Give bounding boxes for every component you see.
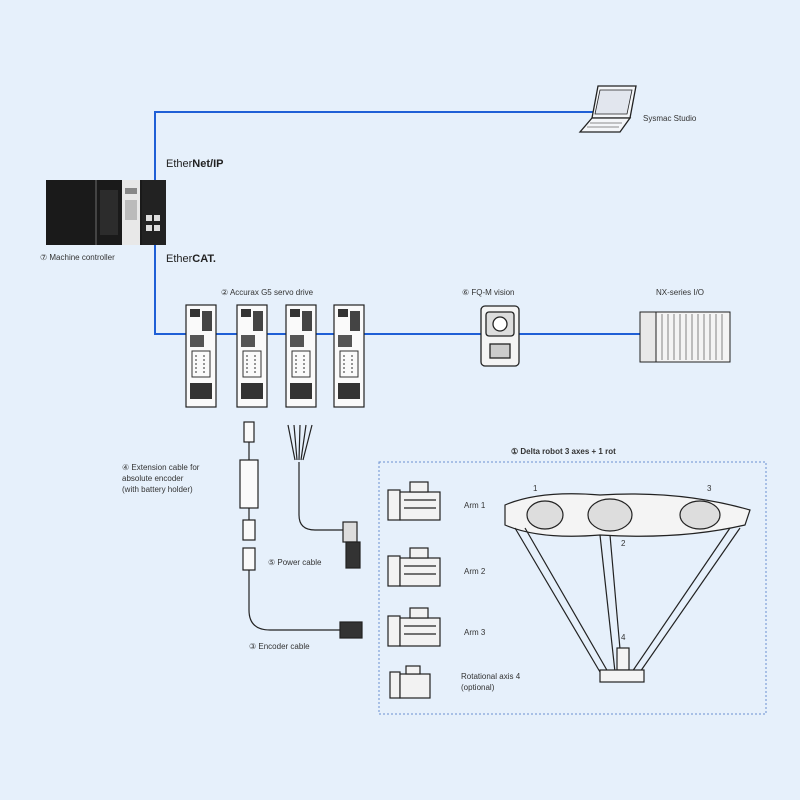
ethercat-logo: EtherCAT. [166, 253, 216, 265]
label-arm3: Arm 3 [464, 628, 486, 637]
delta-robot-box [378, 461, 767, 715]
label-nx-io: NX-series I/O [656, 288, 705, 297]
machine-controller-icon [46, 180, 166, 245]
servo-drive-2-icon [236, 304, 268, 408]
motor-rotational-icon [389, 665, 431, 699]
vision-camera-icon [480, 305, 520, 367]
power-cable-icon [287, 424, 361, 569]
robot-num-4: 4 [621, 633, 626, 642]
ethercat-line [154, 240, 640, 335]
network-lines [154, 111, 640, 335]
ethercat-prefix: Ether [166, 253, 193, 265]
motor-arm2-icon [387, 547, 441, 587]
label-servo-drive: ② Accurax G5 servo drive [221, 288, 314, 297]
nx-io-icon [639, 311, 731, 363]
laptop-icon [578, 85, 637, 133]
servo-drive-3-icon [285, 304, 317, 408]
encoder-cable-icon [242, 547, 363, 639]
motor-arm1-icon [387, 481, 441, 521]
servo-drive-4-icon [333, 304, 365, 408]
servo-drive-1-icon [185, 304, 217, 408]
robot-num-2: 2 [621, 539, 626, 548]
ethercat-suffix: CAT. [192, 253, 216, 265]
label-rotational-axis: Rotational axis 4 (optional) [461, 672, 521, 692]
robot-num-3: 3 [707, 484, 712, 493]
label-extension-cable: ④ Extension cable for absolute encoder (… [122, 463, 200, 494]
motor-arm3-icon [387, 607, 441, 647]
ethernet-ip-prefix: Ether [166, 158, 193, 170]
label-encoder-cable: ③ Encoder cable [249, 642, 310, 651]
label-delta-robot: ① Delta robot 3 axes + 1 rot [511, 447, 616, 456]
ethernet-ip-line [154, 111, 595, 180]
ethernet-ip-logo: EtherNet/IP [166, 158, 223, 170]
label-sysmac-studio: Sysmac Studio [643, 114, 697, 123]
extension-cable-icon [239, 421, 259, 541]
label-power-cable: ⑤ Power cable [268, 558, 322, 567]
label-arm1: Arm 1 [464, 501, 486, 510]
label-fq-vision: ⑥ FQ-M vision [462, 288, 515, 297]
label-machine-controller: ⑦ Machine controller [40, 253, 115, 262]
delta-robot-icon [504, 493, 751, 683]
robot-num-1: 1 [533, 484, 538, 493]
ethernet-ip-suffix: Net/IP [192, 158, 224, 170]
label-arm2: Arm 2 [464, 567, 486, 576]
servo-drives [185, 304, 365, 408]
